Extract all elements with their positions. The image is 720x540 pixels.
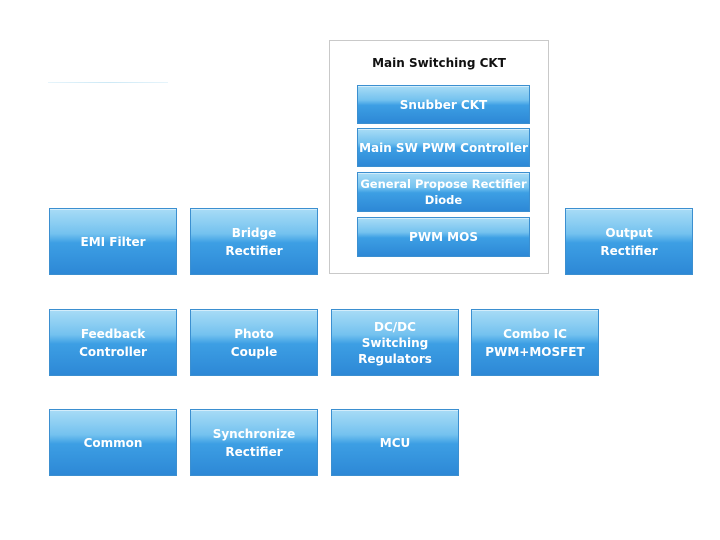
combo-ic-pwm-mosfet-block[interactable]: Combo IC PWM+MOSFET (471, 309, 599, 376)
block-label-line2: PWM+MOSFET (485, 344, 585, 359)
block-label-line1: DC/DC (374, 319, 416, 334)
dc-dc-switching-regulators-block[interactable]: DC/DC Switching Regulators (331, 309, 459, 376)
synchronize-rectifier-block[interactable]: Synchronize Rectifier (190, 409, 318, 476)
block-label-line1: Bridge (231, 225, 277, 240)
block-label-line2: Rectifier (225, 444, 283, 459)
pwm-mos-block[interactable]: PWM MOS (357, 217, 530, 257)
block-label-line2: Diode (424, 193, 463, 207)
block-label-line2: Switching (361, 335, 429, 350)
feedback-controller-block[interactable]: Feedback Controller (49, 309, 177, 376)
main-sw-pwm-controller-block[interactable]: Main SW PWM Controller (357, 128, 530, 167)
block-label-line2: Rectifier (225, 243, 283, 258)
snubber-ckt-block[interactable]: Snubber CKT (357, 85, 530, 124)
emi-filter-block[interactable]: EMI Filter (49, 208, 177, 275)
block-label: Common (83, 435, 143, 450)
photo-couple-block[interactable]: Photo Couple (190, 309, 318, 376)
bridge-rectifier-block[interactable]: Bridge Rectifier (190, 208, 318, 275)
block-label: Main SW PWM Controller (359, 140, 528, 155)
output-rectifier-block[interactable]: Output Rectifier (565, 208, 693, 275)
block-label-line2: Couple (230, 344, 278, 359)
block-label: Snubber CKT (399, 97, 488, 112)
common-block[interactable]: Common (49, 409, 177, 476)
block-label-line2: Controller (79, 344, 147, 359)
general-propose-rectifier-diode-block[interactable]: General Propose Rectifier Diode (357, 172, 530, 212)
block-label-line1: Synchronize (212, 426, 296, 441)
main-switching-title: Main Switching CKT (372, 56, 506, 70)
block-label-line3: Regulators (358, 351, 432, 366)
block-label-line1: General Propose Rectifier (360, 177, 527, 191)
block-label: EMI Filter (80, 234, 146, 249)
block-label-line2: Rectifier (600, 243, 658, 258)
mcu-block[interactable]: MCU (331, 409, 459, 476)
block-label-line1: Photo (234, 326, 274, 341)
block-label: PWM MOS (409, 230, 478, 244)
block-label-line1: Combo IC (503, 326, 567, 341)
decorative-line (48, 82, 168, 83)
block-label-line1: Output (605, 225, 653, 240)
block-label-line1: Feedback (80, 326, 146, 341)
block-label: MCU (379, 435, 411, 450)
